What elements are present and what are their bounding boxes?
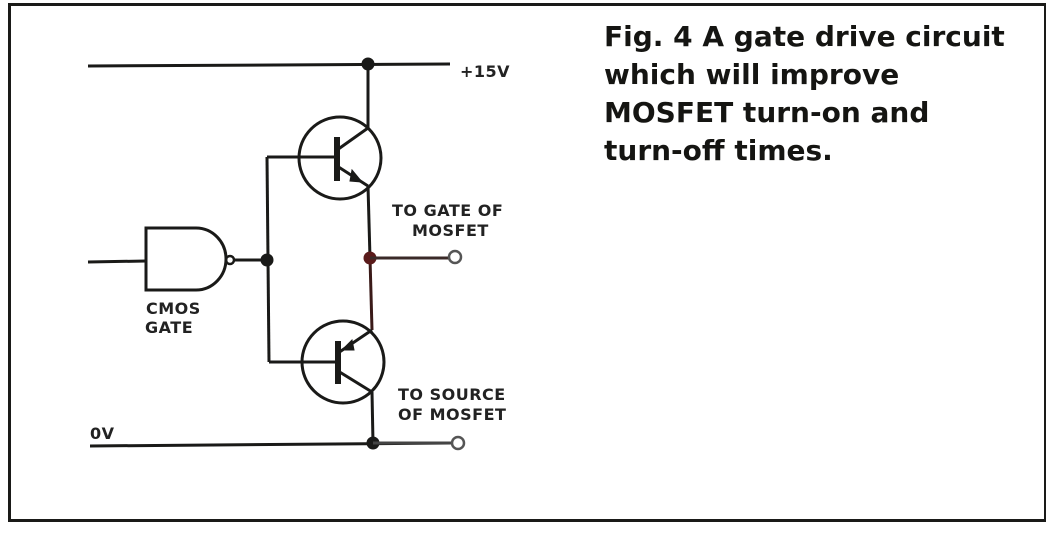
gate-input-wire <box>87 259 147 264</box>
caption-line: turn-off times. <box>604 134 833 167</box>
figure-caption: Fig. 4 A gate drive circuit which will i… <box>604 18 1005 170</box>
upper-emitter-arrow-icon <box>349 168 364 183</box>
supply-label: +15V <box>460 62 511 81</box>
gate-output-label-1: TO GATE OF <box>392 201 504 220</box>
source-output-terminal[interactable] <box>450 435 466 451</box>
source-output-label-1: TO SOURCE <box>398 385 506 404</box>
figure-frame <box>8 3 1046 522</box>
nand-bubble <box>224 254 236 266</box>
cmos-label-1: CMOS <box>146 299 201 318</box>
gate-output-label-2: MOSFET <box>412 221 489 240</box>
supply-rail <box>87 62 451 68</box>
cmos-label-2: GATE <box>145 318 194 337</box>
output-node-wire-bottom <box>368 257 374 331</box>
caption-line: which will improve <box>604 58 900 91</box>
base-bus <box>265 156 271 363</box>
upper-collector <box>336 126 369 152</box>
lower-collector <box>337 369 373 394</box>
output-node-wire-top <box>366 185 372 259</box>
source-output-label-2: OF MOSFET <box>398 405 507 424</box>
ground-label: 0V <box>90 424 115 443</box>
caption-line: Fig. 4 A gate drive circuit <box>604 20 1005 53</box>
nand-gate-body <box>144 226 228 292</box>
gate-output-terminal[interactable] <box>447 249 463 265</box>
lower-emitter-arrow-icon <box>340 338 355 351</box>
lower-collector-lead <box>370 391 375 444</box>
caption-line: MOSFET turn-on and <box>604 96 930 129</box>
